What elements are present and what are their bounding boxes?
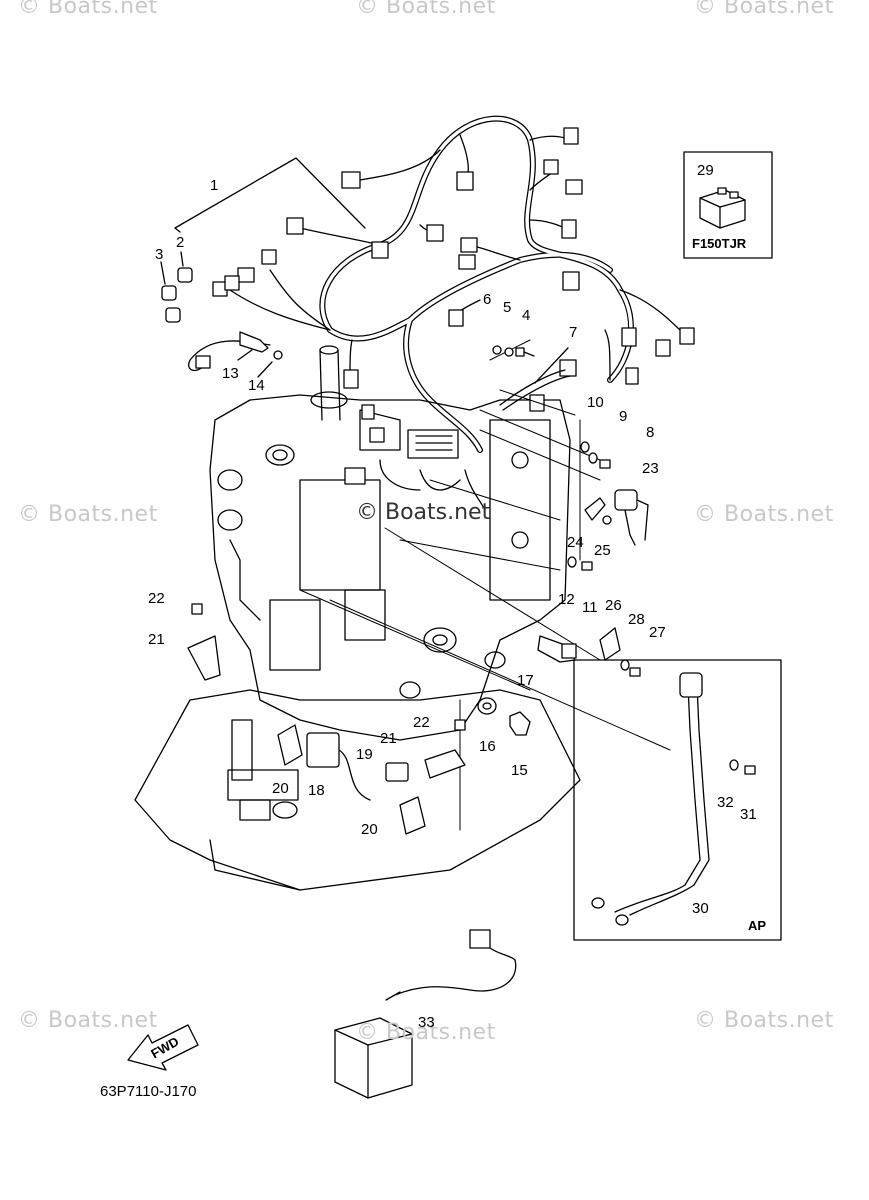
diagram-part-code: 63P7110-J170 xyxy=(100,1083,197,1100)
battery-cable-30 xyxy=(591,672,710,926)
gaskets-20 xyxy=(277,724,426,835)
callout-20b: 20 xyxy=(361,821,378,838)
hardware-4-5-6 xyxy=(492,345,535,357)
ap-label: AP xyxy=(748,918,767,933)
callout-5: 5 xyxy=(503,299,512,316)
leader-lines xyxy=(299,339,671,831)
f150tjr-inset-box xyxy=(683,151,773,259)
hardware-26-27-28 xyxy=(599,627,641,677)
callout-31: 31 xyxy=(740,806,757,823)
engine-block xyxy=(209,345,577,741)
fwd-arrow xyxy=(127,1024,199,1071)
callout-21a: 21 xyxy=(148,631,165,648)
callout-6: 6 xyxy=(483,291,492,308)
callout-26: 26 xyxy=(605,597,622,614)
callout-15: 15 xyxy=(511,762,528,779)
callout-30: 30 xyxy=(692,900,709,917)
callout-14: 14 xyxy=(248,377,265,394)
callout-23: 23 xyxy=(642,460,659,477)
callout-33: 33 xyxy=(418,1014,435,1031)
callout-16: 16 xyxy=(479,738,496,755)
callout-29: 29 xyxy=(697,162,714,179)
sensor-13 xyxy=(237,331,283,378)
callout-1: 1 xyxy=(210,177,219,194)
clamp-21-22-upper xyxy=(187,603,221,681)
watermark: © Boats.net xyxy=(356,0,496,19)
watermark: © Boats.net xyxy=(694,1008,834,1033)
watermark: © Boats.net xyxy=(694,502,834,527)
callout-7: 7 xyxy=(569,324,578,341)
sensor-17 xyxy=(537,635,577,663)
callout-11: 11 xyxy=(582,599,598,616)
callout-27: 27 xyxy=(649,624,666,641)
wire-7 xyxy=(499,347,571,411)
callout-20a: 20 xyxy=(272,780,289,797)
callout-21b: 21 xyxy=(380,730,397,747)
watermark: © Boats.net xyxy=(694,0,834,19)
callout-2: 2 xyxy=(176,234,185,251)
callout-17: 17 xyxy=(517,672,534,689)
callout-28: 28 xyxy=(628,611,645,628)
connector-29 xyxy=(699,187,746,229)
callout-25: 25 xyxy=(594,542,611,559)
callout-13: 13 xyxy=(222,365,239,382)
switch-18 xyxy=(306,732,371,801)
clamp-21-22-lower xyxy=(424,719,466,779)
callout-3: 3 xyxy=(155,246,164,263)
callout-10: 10 xyxy=(587,394,604,411)
callout-9: 9 xyxy=(619,408,628,425)
parts-15-16 xyxy=(477,697,531,736)
connectors xyxy=(195,127,695,389)
callout-22a: 22 xyxy=(148,590,165,607)
callout-24: 24 xyxy=(567,534,584,551)
callout-4: 4 xyxy=(522,307,531,324)
relay-23 xyxy=(614,489,649,546)
battery xyxy=(334,1017,413,1099)
hardware-11-12 xyxy=(567,556,593,571)
hardware-31-32 xyxy=(729,759,756,775)
harness-bracket-lines xyxy=(174,157,366,233)
lower-cowling xyxy=(134,689,581,891)
f150tjr-label: F150TJR xyxy=(692,236,747,251)
callout-12: 12 xyxy=(558,591,575,608)
callout-32: 32 xyxy=(717,794,734,811)
watermark: © Boats.net xyxy=(18,1008,158,1033)
watermark: © Boats.net xyxy=(356,1020,496,1045)
bracket-24-25 xyxy=(584,497,612,525)
cable-33 xyxy=(385,929,517,1001)
watermark: © Boats.net xyxy=(18,502,158,527)
ap-inset-box xyxy=(573,659,782,941)
watermark: © Boats.net xyxy=(18,0,158,19)
part-19 xyxy=(385,762,409,782)
callout-22b: 22 xyxy=(413,714,430,731)
hardware-8-9-10 xyxy=(580,441,611,469)
callout-19: 19 xyxy=(356,746,373,763)
center-watermark: © Boats.net xyxy=(356,500,491,525)
callout-8: 8 xyxy=(646,424,655,441)
caps-2-3 xyxy=(160,251,193,323)
callout-18: 18 xyxy=(308,782,325,799)
